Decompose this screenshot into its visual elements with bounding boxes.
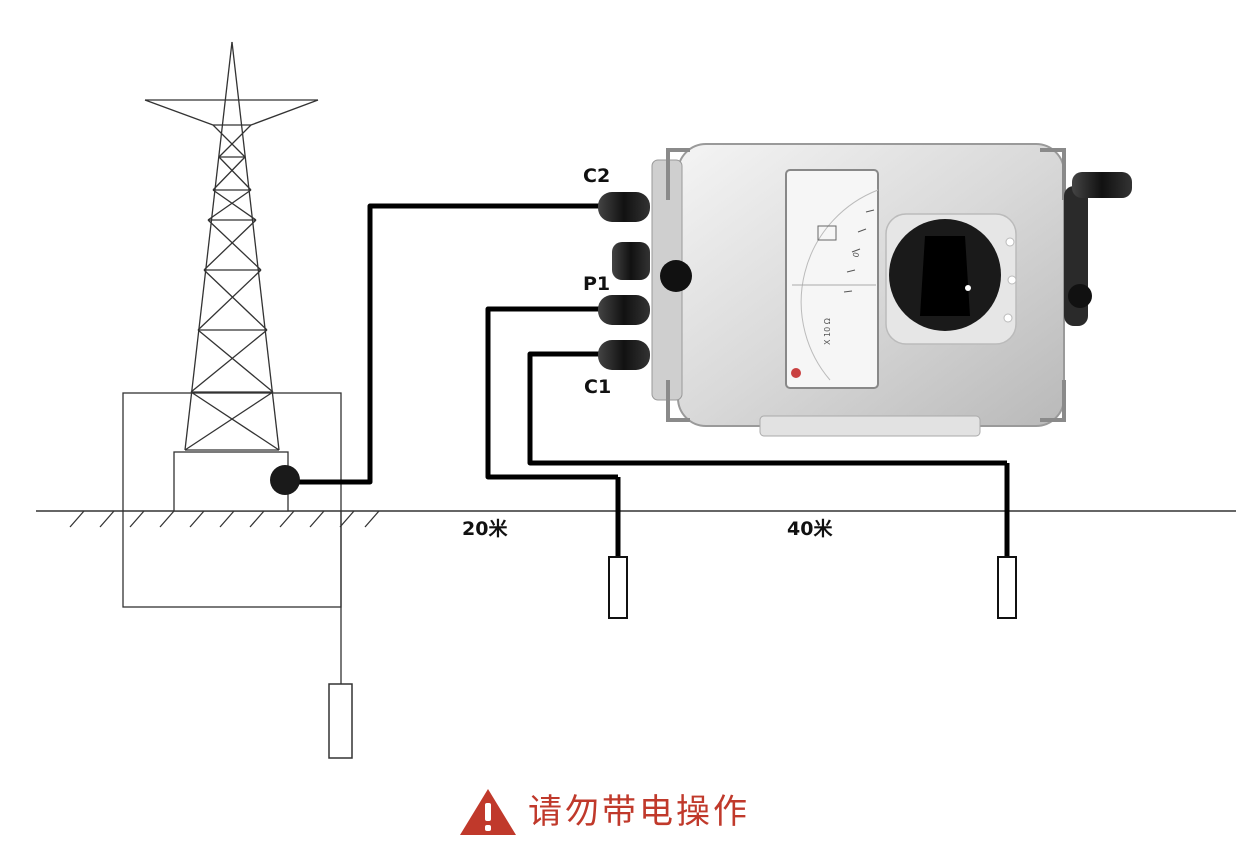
terminal-shield[interactable] [660, 260, 692, 292]
potential-probe [608, 556, 628, 619]
warning-banner: 请勿带电操作 [458, 784, 750, 840]
earth-connection-point [270, 465, 300, 495]
terminal-label-c1: C1 [584, 376, 611, 398]
terminal-p2[interactable] [612, 242, 650, 280]
transmission-tower [144, 41, 319, 451]
terminal-p1[interactable] [598, 295, 650, 325]
crank-handle[interactable] [1064, 172, 1132, 326]
earth-electrode [328, 683, 353, 759]
warning-triangle-icon [460, 789, 516, 835]
terminal-label-c2: C2 [583, 165, 610, 187]
warning-text: 请勿带电操作 [528, 792, 750, 832]
meter-unit-label: X 10 Ω [823, 318, 832, 345]
test-wires [298, 203, 1007, 485]
current-probe [997, 556, 1017, 619]
terminal-c2[interactable] [598, 192, 650, 222]
terminal-label-p1: P1 [583, 273, 610, 295]
wire-c1 [527, 351, 1007, 466]
distance-label-40m: 40米 [787, 517, 833, 540]
wire-p1 [485, 306, 618, 480]
tower-foundation [122, 392, 342, 684]
meter-scale-zero: 0 [851, 251, 861, 258]
wire-c2 [298, 203, 600, 485]
terminal-c1[interactable] [598, 340, 650, 370]
meter-window [785, 169, 879, 389]
ground [36, 510, 1236, 528]
distance-label-20m: 20米 [462, 517, 508, 540]
earth-resistance-tester: 0 X 10 Ω [598, 143, 1132, 437]
